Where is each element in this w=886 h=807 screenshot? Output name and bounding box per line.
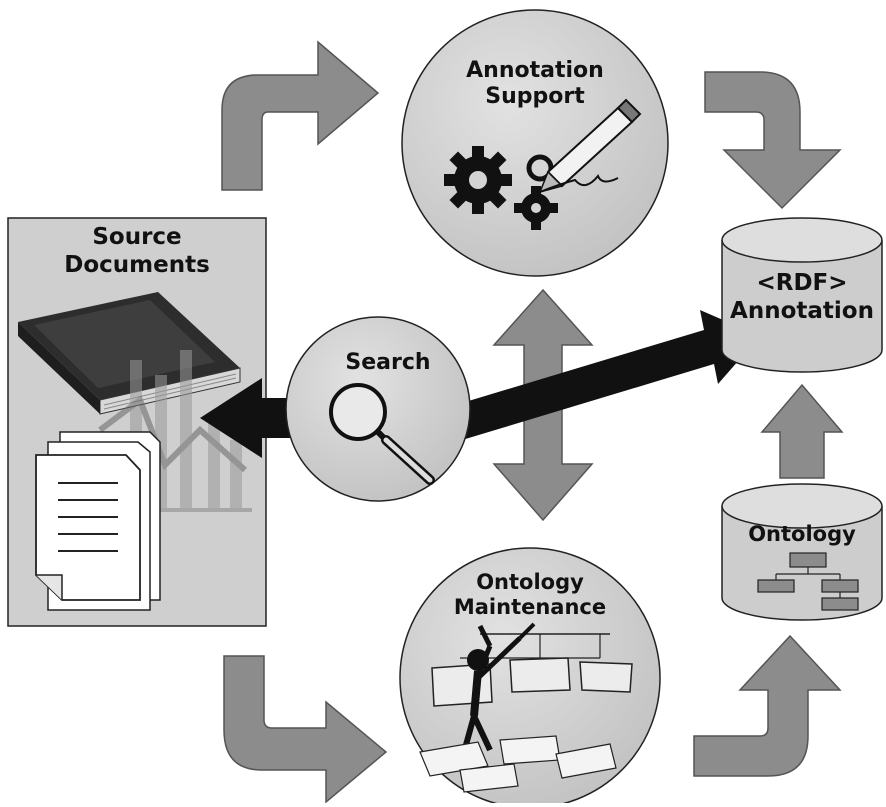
search-node (285, 316, 471, 502)
arrow-documents-to-maintenance (223, 655, 388, 804)
source-documents-line1: Source (92, 224, 182, 250)
ontology-editing-figure-icon (419, 622, 633, 793)
annotation-support-line1: Annotation (466, 58, 604, 83)
pencil-icon (538, 98, 642, 194)
source-documents-line2: Documents (64, 251, 210, 278)
annotation-support-node (401, 9, 669, 277)
search-title: Search (300, 350, 476, 376)
rdf-annotation-line1: <RDF> (756, 270, 848, 296)
ontology-title: Ontology (722, 522, 882, 547)
hierarchy-tree-icon (757, 552, 859, 611)
rdf-annotation-title: <RDF> Annotation (722, 270, 882, 325)
ontology-maintenance-line1: Ontology (476, 570, 584, 594)
source-documents-title: Source Documents (8, 224, 266, 279)
documents-icon (35, 431, 161, 611)
annotation-support-title: Annotation Support (405, 58, 665, 111)
arrow-ontology-to-rdf (760, 383, 844, 479)
ontology-maintenance-title: Ontology Maintenance (420, 570, 640, 620)
rdf-annotation-line2: Annotation (730, 297, 874, 324)
source-documents-panel (7, 217, 267, 627)
annotation-support-line2: Support (485, 84, 585, 110)
arrow-annotation-to-rdf (704, 71, 842, 210)
arrow-documents-to-annotation (221, 40, 380, 191)
magnifier-icon (329, 383, 435, 485)
ontology-maintenance-node (399, 547, 661, 807)
arrow-maintenance-to-ontology (693, 634, 842, 777)
ontology-store (721, 483, 883, 621)
rdf-annotation-store (721, 217, 883, 373)
ontology-label: Ontology (748, 522, 856, 546)
arrow-search-to-rdf (452, 310, 760, 440)
ontology-maintenance-line2: Maintenance (453, 595, 607, 620)
search-label: Search (345, 350, 431, 375)
gears-icon (444, 146, 558, 230)
